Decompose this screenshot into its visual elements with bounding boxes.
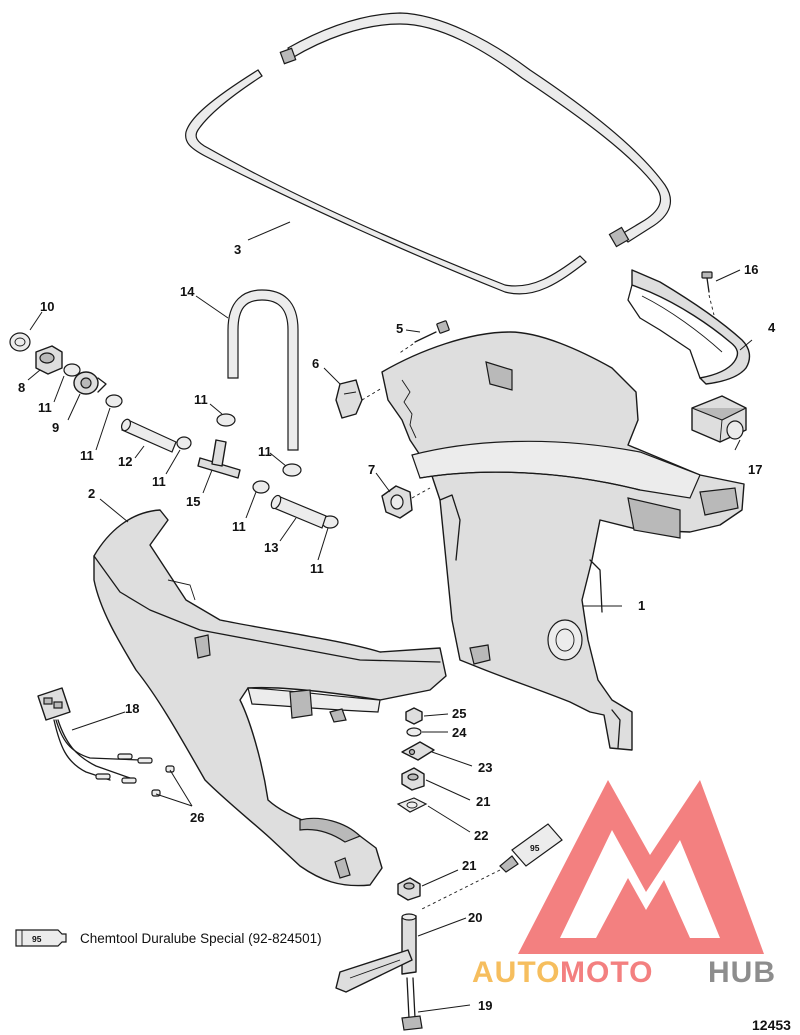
leader-lines	[27, 221, 753, 1013]
callout-13: 13	[264, 540, 278, 555]
tube-marker: 95	[530, 843, 540, 853]
figure-number: 12453	[752, 1017, 791, 1033]
callout-20: 20	[468, 910, 482, 925]
callout-21a: 21	[476, 794, 490, 809]
callout-5: 5	[396, 321, 403, 336]
callout-11f: 11	[232, 519, 246, 534]
legend-tube-icon	[15, 929, 67, 947]
part-6-clip	[335, 379, 383, 419]
part-22-grommet	[396, 797, 428, 813]
legend-marker: 95	[32, 934, 42, 944]
part-5-screw	[397, 320, 450, 355]
part-19-bolt	[401, 977, 423, 1031]
callout-10: 10	[40, 299, 54, 314]
part-24-washer	[406, 727, 422, 737]
callout-21b: 21	[462, 858, 476, 873]
callout-8: 8	[18, 380, 25, 395]
part-1-chaps	[381, 331, 745, 751]
callout-11a: 11	[38, 400, 52, 415]
callout-17: 17	[748, 462, 762, 477]
callout-26: 26	[190, 810, 204, 825]
part-16-screw	[701, 271, 715, 316]
callout-2: 2	[88, 486, 95, 501]
watermark-text-auto: AUTO	[472, 956, 560, 989]
callout-12: 12	[118, 454, 132, 469]
grease-tube: 95	[419, 823, 563, 911]
callout-16: 16	[744, 262, 758, 277]
callout-1: 1	[638, 598, 645, 613]
part-14-hose	[227, 289, 299, 451]
part-23-bracket	[401, 741, 435, 761]
part-25-nut	[405, 707, 423, 725]
legend-text: Chemtool Duralube Special (92-824501)	[80, 931, 322, 946]
part-10-cap	[9, 332, 31, 352]
part-20-latch-lever	[335, 913, 417, 993]
part-8-fitting	[35, 345, 63, 375]
callout-11g: 11	[310, 561, 324, 576]
callout-3: 3	[234, 242, 241, 257]
callout-9: 9	[52, 420, 59, 435]
legend: 95 Chemtool Duralube Special (92-824501)	[15, 929, 322, 947]
callout-23: 23	[478, 760, 492, 775]
callout-6: 6	[312, 356, 319, 371]
part-3-seal	[185, 12, 672, 295]
callout-24: 24	[452, 725, 467, 740]
callout-4: 4	[768, 320, 776, 335]
part-13-hose	[270, 494, 327, 529]
part-9-valve	[73, 371, 107, 395]
callout-14: 14	[180, 284, 195, 299]
callout-15: 15	[186, 494, 200, 509]
watermark-text-moto: MOTO	[560, 956, 653, 989]
part-15-tee	[197, 439, 241, 479]
callout-25: 25	[452, 706, 466, 721]
callout-7: 7	[368, 462, 375, 477]
part-7-grommet	[381, 485, 431, 519]
callout-11b: 11	[80, 448, 94, 463]
callouts: 3 16 4 5 6 7 17 1 2 14 10 8 11 9 11 12 1…	[18, 242, 776, 1013]
callout-11c: 11	[152, 474, 166, 489]
callout-22: 22	[474, 828, 488, 843]
callout-18: 18	[125, 701, 139, 716]
callout-11d: 11	[194, 392, 208, 407]
part-18-harness	[37, 687, 153, 784]
part-21-bushing-upper	[401, 767, 425, 791]
part-17-switch	[691, 395, 747, 443]
watermark-logo: AUTO MOTO HUB	[472, 780, 776, 989]
part-4-latch-bracket	[627, 269, 751, 385]
callout-11e: 11	[258, 444, 272, 459]
callout-19: 19	[478, 998, 492, 1013]
part-12-hose	[120, 418, 177, 453]
part-26-terminals	[151, 765, 175, 797]
part-11-clamps	[63, 363, 339, 529]
part-21-bushing-lower	[397, 877, 421, 901]
watermark-text-hub: HUB	[708, 956, 776, 989]
part-2-lower-cowl	[93, 509, 447, 887]
